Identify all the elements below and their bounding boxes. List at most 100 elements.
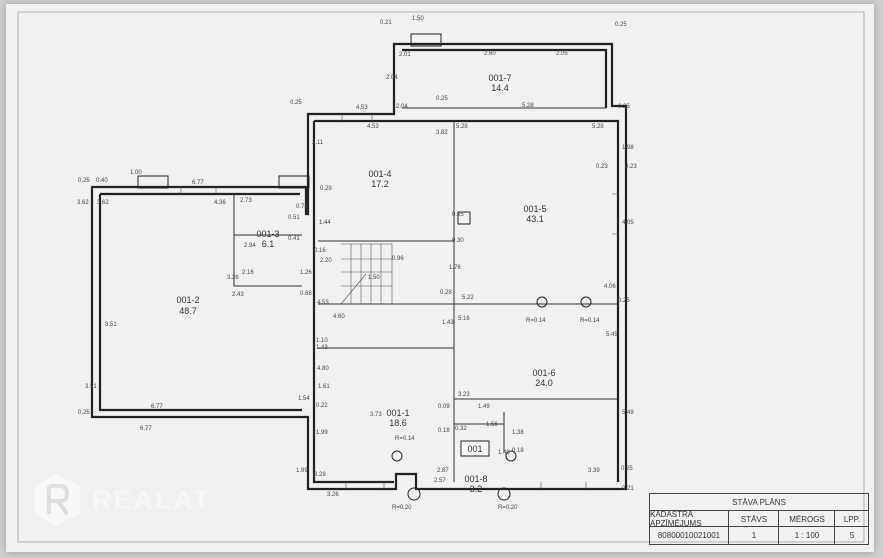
dimension: 3.62 <box>97 200 109 206</box>
dimension: 0.68 <box>300 291 312 297</box>
dimension: 0.32 <box>455 426 467 432</box>
dimension: 1.43 <box>316 345 328 351</box>
dimension: 0.35 <box>452 212 464 218</box>
dimension: 1.00 <box>130 170 142 176</box>
dimension: 1.76 <box>449 265 461 271</box>
dimension: 2.94 <box>244 243 256 249</box>
dimension: 1.49 <box>478 404 490 410</box>
dimension: 4.53 <box>367 124 379 130</box>
dimension: 2.20 <box>320 258 332 264</box>
room-id: 001-6 <box>532 368 555 378</box>
dimension: 3.62 <box>77 200 89 206</box>
dimension: 1.50 <box>412 16 424 22</box>
dimension: 1.54 <box>298 396 310 402</box>
dimension: 1.99 <box>296 468 308 474</box>
dimension: 2.60 <box>484 51 496 57</box>
dimension: 0.16 <box>314 248 326 254</box>
dimension: 0.25 <box>615 22 627 28</box>
page-header: LPP. <box>834 511 869 527</box>
dimension: 2.04 <box>386 75 398 81</box>
dimension: 3.26 <box>327 492 339 498</box>
exterior-wall <box>90 42 628 491</box>
dimension: 1.40 <box>498 450 510 456</box>
watermark-text: REALAT <box>92 484 212 515</box>
dimension: 2.11 <box>312 140 324 146</box>
dimension: 0.23 <box>596 164 608 170</box>
dimension: 3.28 <box>314 472 326 478</box>
realat-watermark: REALAT <box>32 472 212 528</box>
dimension: 2.43 <box>232 292 244 298</box>
dimension: 4.05 <box>622 220 634 226</box>
dimension: 1.10 <box>316 338 328 344</box>
dimension: 0.25 <box>78 410 90 416</box>
dimension: 3.23 <box>458 392 470 398</box>
room-id: 001-1 <box>386 408 409 418</box>
dimension: 2.16 <box>242 270 254 276</box>
room-area: 24.0 <box>535 378 553 388</box>
dimension: 0.25 <box>78 178 90 184</box>
dimension: 0.25 <box>290 100 302 106</box>
dimension: 4.80 <box>317 366 329 372</box>
dimension: 1.56 <box>486 422 498 428</box>
dimension: 1.99 <box>316 430 328 436</box>
dimension: 1.43 <box>442 320 454 326</box>
room-area: 48.7 <box>179 306 197 316</box>
dimension: 0.18 <box>512 448 524 454</box>
dimension: 0.29 <box>320 186 332 192</box>
dimension: 1.38 <box>512 430 524 436</box>
room-area: 18.6 <box>389 418 407 428</box>
floor-plan: 001-1 18.6 001-2 48.7 001-3 6.1 001-4 17… <box>17 11 865 543</box>
dimension: 5.22 <box>462 295 474 301</box>
dimension: 0.21 <box>380 20 392 26</box>
dimension: 2.73 <box>240 198 252 204</box>
page-value: 5 <box>834 527 869 544</box>
dimension: 2.87 <box>437 468 449 474</box>
dimension: 3.26 <box>227 275 239 281</box>
dimension: 0.22 <box>316 403 328 409</box>
room-id: 001-8 <box>464 474 487 484</box>
dimension: 0.41 <box>288 236 300 242</box>
dimension: 0.18 <box>438 428 450 434</box>
scale-header: MĒROGS <box>778 511 835 527</box>
dimension: 0.25 <box>618 104 630 110</box>
dimension: 2.01 <box>399 52 411 58</box>
dimension: 4.06 <box>604 284 616 290</box>
entrance-label: 001 <box>467 444 482 454</box>
dimension: R=0.14 <box>580 318 600 324</box>
dimension: 4.53 <box>356 105 368 111</box>
title-block: STĀVA PLĀNS KADASTRA APZĪMĒJUMS STĀVS MĒ… <box>649 493 869 545</box>
dimension: 0.25 <box>621 466 633 472</box>
dimension: 0.76 <box>296 204 308 210</box>
dimension: 2.04 <box>396 104 408 110</box>
floor-value: 1 <box>728 527 779 544</box>
room-id: 001-2 <box>176 295 199 305</box>
dimension: 0.23 <box>625 164 637 170</box>
dimension: R=0.14 <box>526 318 546 324</box>
room-area: 17.2 <box>371 179 389 189</box>
dimension: 6.77 <box>192 180 204 186</box>
dimension: 0.09 <box>438 404 450 410</box>
dimension: 5.28 <box>522 103 534 109</box>
cadastre-header: KADASTRA APZĪMĒJUMS <box>650 510 702 528</box>
dimension: R=0.20 <box>392 505 412 511</box>
dimension: 3.73 <box>370 412 382 418</box>
dimension: 6.77 <box>151 404 163 410</box>
dimension: 4.36 <box>214 200 226 206</box>
dimension: 5.16 <box>458 316 470 322</box>
dimension: 1.61 <box>318 384 330 390</box>
dimension: 0.25 <box>618 298 630 304</box>
scale-value: 1 : 100 <box>778 527 835 544</box>
dimension: R=0.20 <box>498 505 518 511</box>
dimension: 4.60 <box>333 314 345 320</box>
dimension: 0.28 <box>440 290 452 296</box>
dimension: 2.57 <box>434 478 446 484</box>
room-id: 001-3 <box>256 229 279 239</box>
dimension: 1.26 <box>300 270 312 276</box>
dimension: 0.25 <box>436 96 448 102</box>
dimension: 0.21 <box>622 486 634 492</box>
room-id: 001-5 <box>523 204 546 214</box>
dimension: 3.82 <box>436 130 448 136</box>
plan-title: STĀVA PLĀNS <box>732 497 786 507</box>
dimension: 3.51 <box>85 384 97 390</box>
dimension: 3.51 <box>105 322 117 328</box>
